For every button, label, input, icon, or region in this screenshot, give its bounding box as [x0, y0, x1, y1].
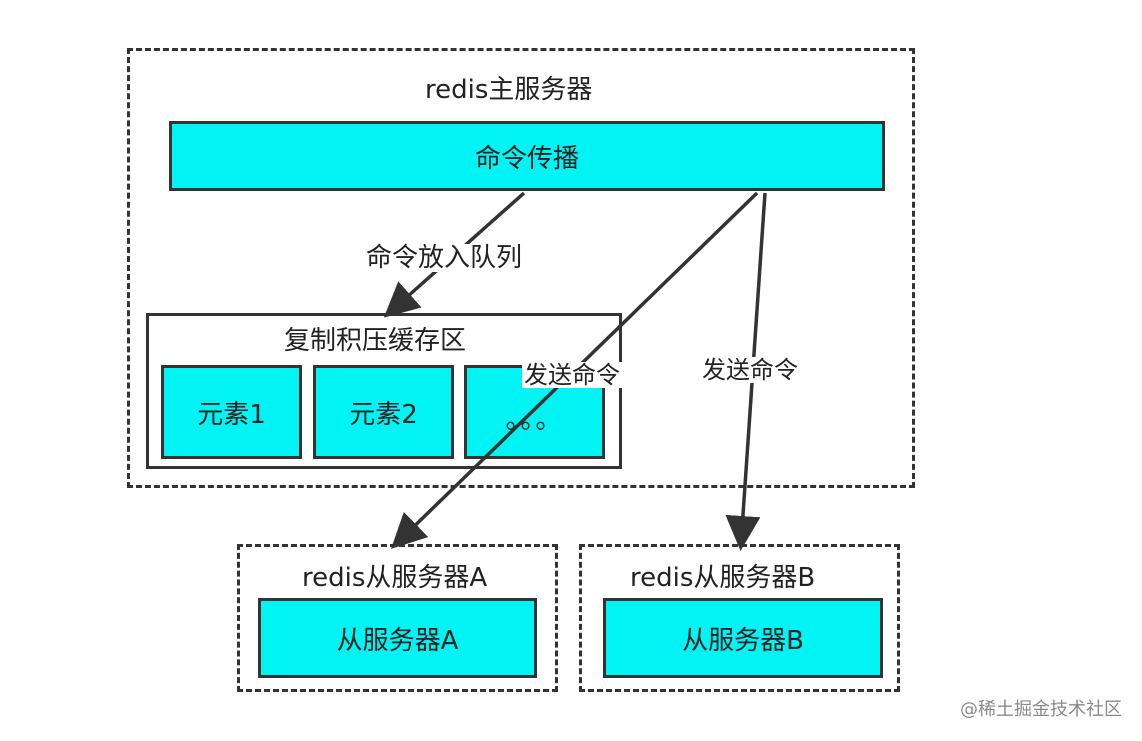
send-command-label-b: 发送命令 [700, 356, 800, 384]
backlog-element-2: 元素2 [313, 365, 454, 459]
slave-server-b-title: redis从服务器B [630, 563, 816, 593]
backlog-element-1-label: 元素1 [197, 399, 266, 430]
watermark-text: @稀土掘金技术社区 [960, 699, 1122, 720]
backlog-element-ellipsis-label: 。。。 [505, 404, 564, 435]
master-server-title: redis主服务器 [425, 75, 593, 105]
slave-server-b-label: 从服务器B [682, 625, 804, 656]
slave-server-b-box: 从服务器B [603, 598, 883, 678]
slave-server-a-label: 从服务器A [336, 625, 459, 656]
backlog-element-2-label: 元素2 [349, 399, 418, 430]
replication-backlog-title: 复制积压缓存区 [284, 326, 467, 356]
slave-server-a-box: 从服务器A [258, 598, 537, 678]
backlog-element-1: 元素1 [161, 365, 302, 459]
command-propagation-box: 命令传播 [169, 121, 885, 191]
slave-server-a-title: redis从服务器A [302, 563, 488, 593]
command-propagation-label: 命令传播 [474, 143, 579, 174]
queue-label: 命令放入队列 [364, 243, 525, 273]
send-command-label-a: 发送命令 [522, 361, 622, 389]
